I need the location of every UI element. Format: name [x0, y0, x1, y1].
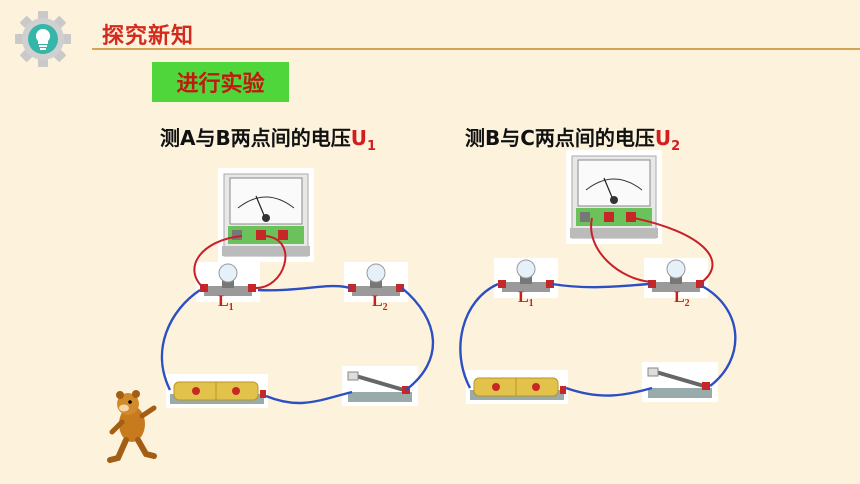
voltage-subscript: 1	[366, 139, 377, 154]
battery-right	[465, 369, 569, 405]
voltage-symbol: U	[350, 126, 367, 150]
battery-left	[165, 373, 269, 409]
caption-text: 测A与B两点间的电压	[160, 126, 351, 150]
page-title: 探究新知	[102, 24, 195, 49]
label-l2-sub: 2	[685, 298, 690, 309]
voltage-symbol: U	[654, 126, 672, 150]
label-l1: L	[518, 289, 529, 306]
label-l2-sub: 2	[383, 302, 388, 313]
label-l2: L	[372, 293, 383, 310]
label-l2: L	[674, 289, 685, 306]
label-l1-sub: 1	[229, 302, 234, 313]
voltmeter-right	[565, 149, 663, 245]
caption-text: 测B与C两点间的电压	[465, 126, 655, 150]
bear-mascot-icon	[107, 390, 157, 463]
svg-text:L2: L2	[674, 289, 690, 309]
circuit-right: L1 L2	[459, 149, 737, 405]
title-divider	[92, 48, 860, 50]
circuit-left: L1 L2	[160, 167, 435, 409]
label-l1: L	[218, 293, 229, 310]
voltmeter-left	[217, 167, 315, 263]
svg-text:L2: L2	[372, 293, 388, 313]
label-l1-sub: 1	[529, 298, 534, 309]
experiment-caption-1: 测A与B两点间的电压U1	[160, 122, 376, 154]
voltage-subscript: 2	[671, 139, 681, 154]
svg-text:L1: L1	[218, 293, 234, 313]
svg-text:L1: L1	[518, 289, 534, 309]
lightbulb-gear-icon	[15, 11, 71, 67]
section-badge: 进行实验	[152, 62, 289, 102]
experiment-caption-2: 测B与C两点间的电压U2	[465, 122, 680, 154]
switch-left	[340, 364, 420, 408]
switch-right	[640, 360, 720, 404]
